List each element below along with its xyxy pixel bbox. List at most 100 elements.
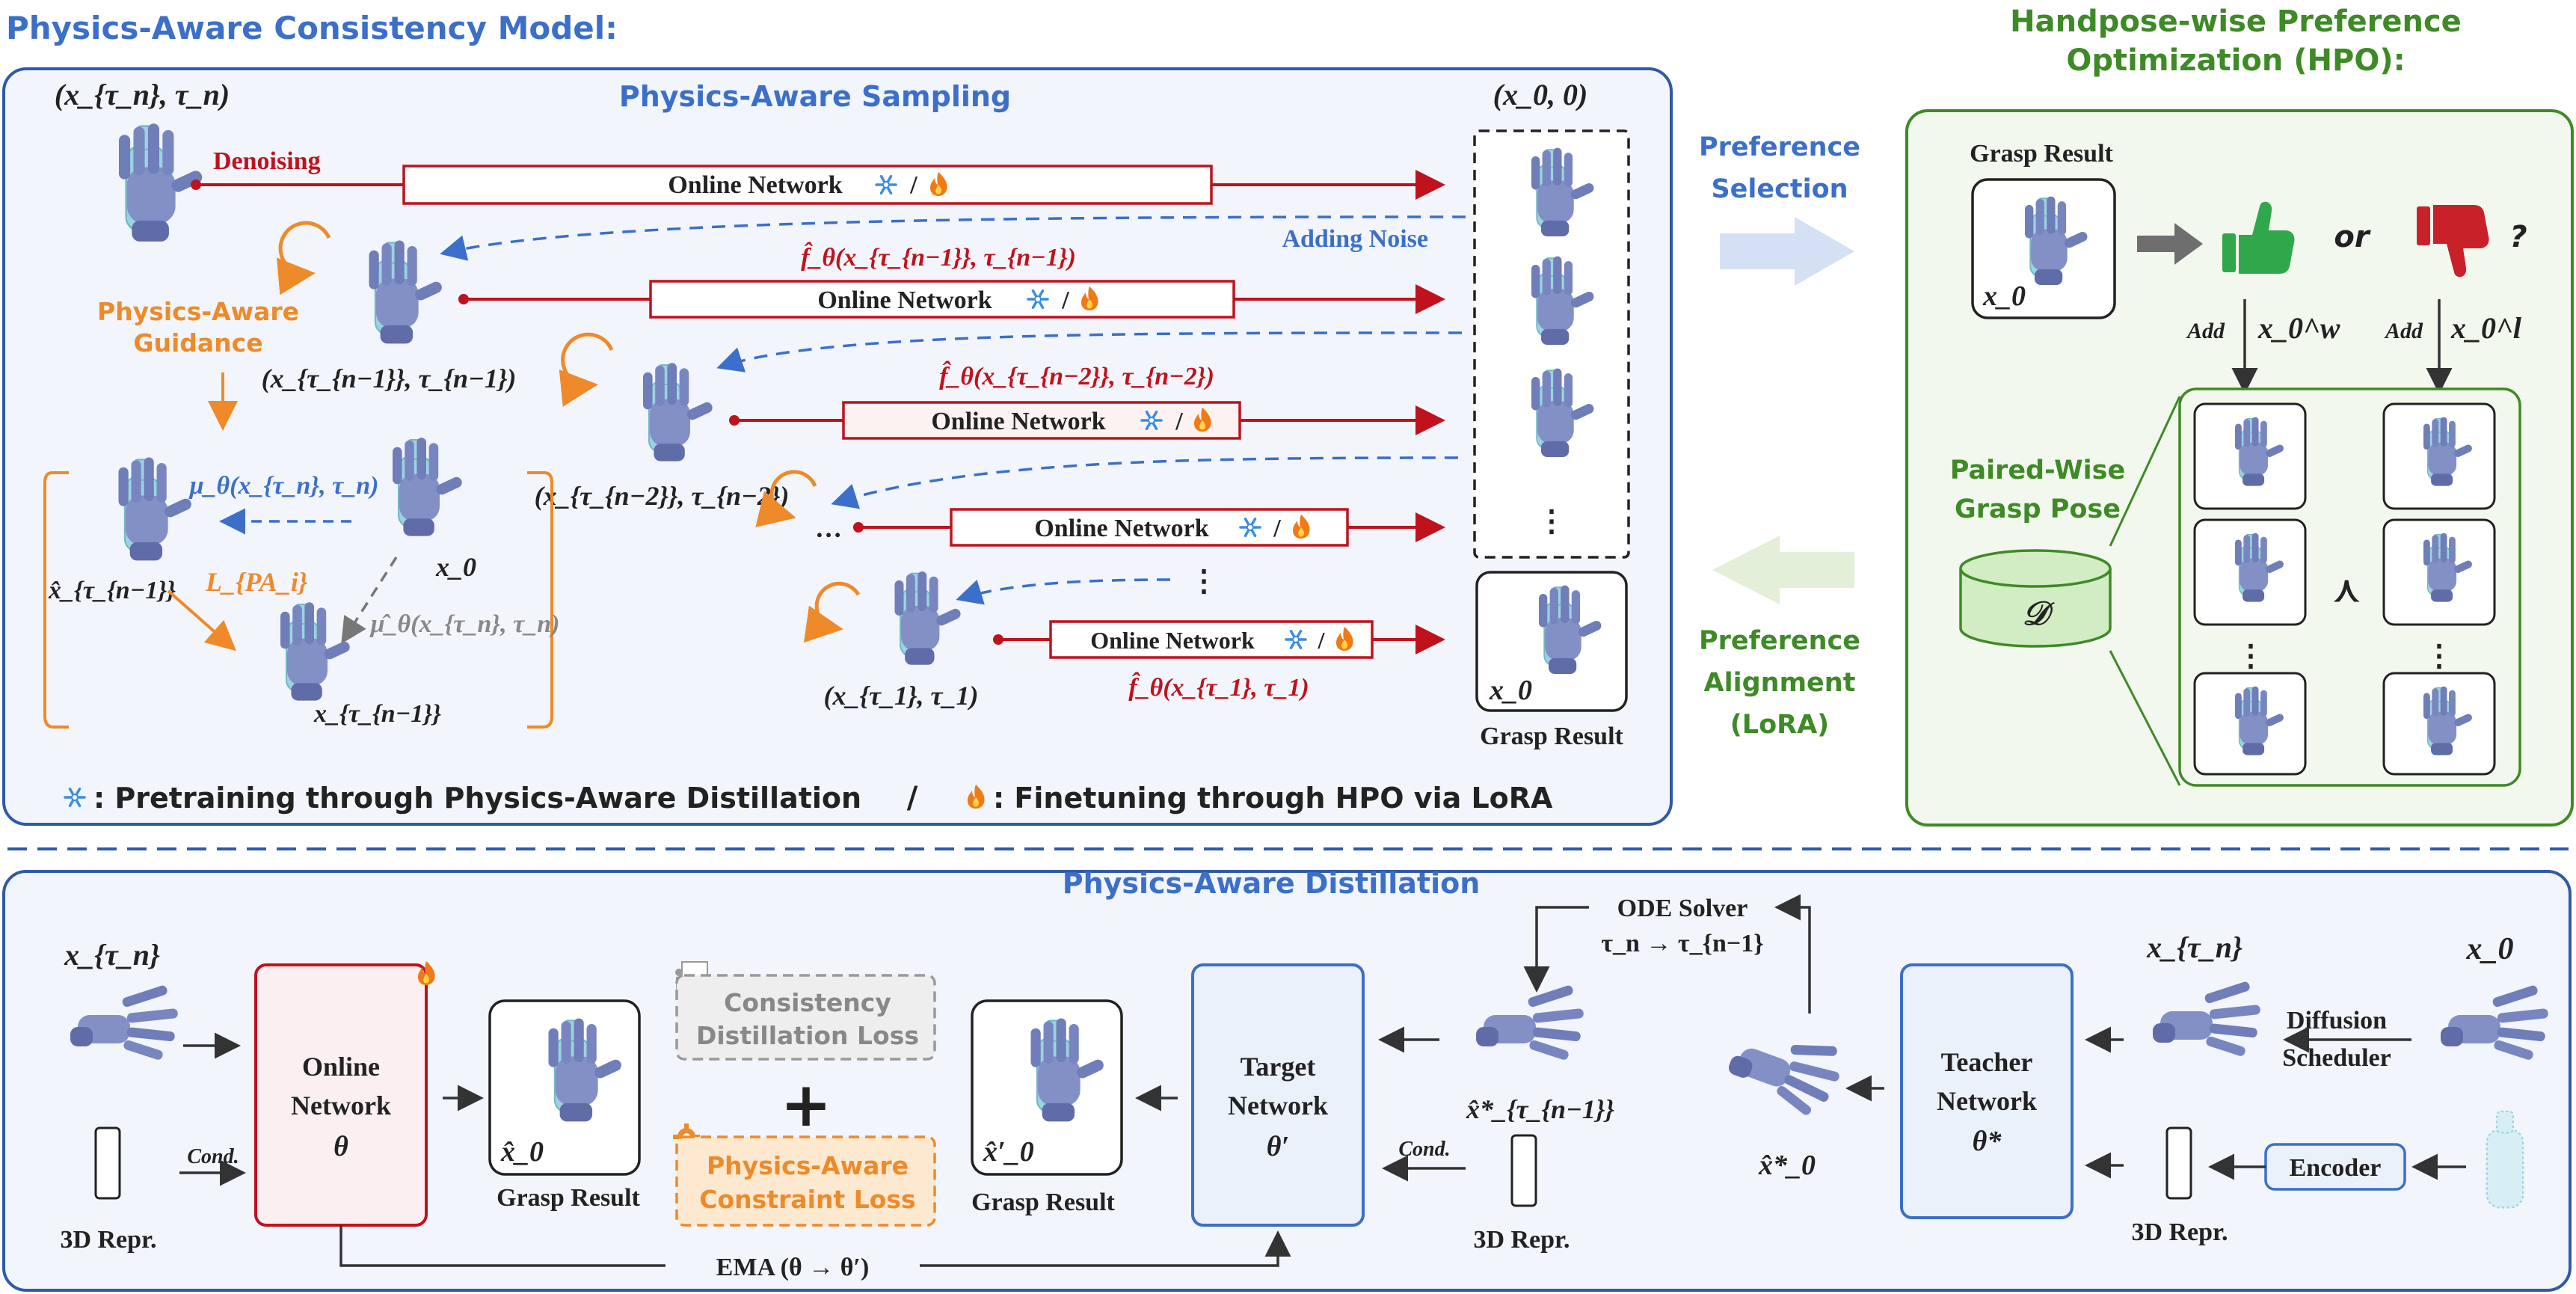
ellipsis-row4: … [815,513,842,543]
diffusion-line1: Diffusion [2287,1007,2387,1034]
consistency-loss-box [675,974,936,1061]
target-network-box [1191,963,1365,1227]
final-result-label: Grasp Result [1480,723,1623,750]
physics-line2: Constraint Loss [699,1185,915,1214]
teacher-network-box [1900,963,2074,1219]
paired-line1: Paired-Wise [1950,456,2126,485]
pair-vdots-left: ⋮ [2236,639,2266,672]
mu-hat-arrow [341,556,398,644]
online-network-box-row4 [950,508,1349,547]
mu-label: μ_θ(x_{τ_n}, τ_n) [188,472,379,500]
slash-row4: / [1273,515,1281,542]
start-state-label: (x_{τ_n}, τ_n) [55,78,230,111]
denoising-label: Denoising [213,147,321,175]
online-line1: Online [302,1052,380,1082]
end-state-label: (x_0, 0) [1493,78,1588,111]
hpo-grasp-result-label: Grasp Result [1970,140,2113,168]
xhat0-prime-label: x̂′_0 [983,1136,1034,1168]
consistency-line2: Distillation Loss [696,1021,919,1050]
loss-arrow [167,589,236,651]
dist-x-tau-n-left: x_{τ_n} [64,938,160,972]
xhat0-label: x̂_0 [500,1136,544,1168]
physics-loss-box [675,1135,936,1227]
slash-row1: / [909,171,917,199]
grasp-result-label-1: Grasp Result [497,1184,640,1212]
online-network-label-row4: Online Network [1034,515,1208,542]
or-label: or [2334,220,2370,254]
adding-noise-label: Adding Noise [1282,225,1428,253]
pref-selection-line1: Preference [1699,132,1860,162]
grasp-result-label-2: Grasp Result [971,1189,1115,1216]
dataset-cylinder [1959,549,2112,648]
physics-line1: Physics-Aware [707,1151,909,1180]
x0w-label: x_0^w [2257,311,2340,345]
hpo-heading-line1: Handpose-wise Preference [2010,4,2462,39]
online-param: θ [333,1131,348,1162]
repr-icon-left [94,1126,121,1200]
plus-sign: + [781,1070,832,1141]
dist-x-tau-n-right: x_{τ_n} [2146,930,2243,964]
adding-noise-arrow [440,215,1466,261]
online-network-label-row1: Online Network [668,171,842,199]
target-line1: Target [1241,1052,1316,1082]
dist-x0-label: x_0 [2466,932,2514,966]
mu-hat-label: μ̂_θ(x_{τ_n}, τ_n) [369,610,560,638]
legend-fire: : Finetuning through HPO via LoRA [993,782,1553,815]
legend-separator: / [907,781,918,815]
sampling-title: Physics-Aware Sampling [619,80,1011,113]
pref-alignment-line2: Alignment [1704,668,1856,698]
f-label-n2: f̂_θ(x_{τ_{n−2}}, τ_{n−2}) [939,361,1214,390]
add-label-l: Add [2384,319,2423,343]
cond-label-left: Cond. [187,1145,239,1168]
online-network-box-row3 [842,401,1241,440]
consistency-line1: Consistency [724,988,891,1017]
legend-snowflake: : Pretraining through Physics-Aware Dist… [93,782,861,815]
teacher-param: θ* [1973,1126,2002,1157]
state-n1-label: (x_{τ_{n−1}}, τ_{n−1}) [262,364,517,393]
x-n1-label: x_{τ_{n−1}} [313,700,441,728]
online-network-box-row5 [1049,620,1374,659]
repr-label-mid: 3D Repr. [1473,1226,1570,1254]
slash-row2: / [1061,286,1069,314]
encoder-label: Encoder [2290,1154,2382,1182]
xhat0-star-label: x̂*_0 [1758,1150,1816,1181]
guidance-line2: Guidance [133,328,262,358]
pair-vdots-right: ⋮ [2424,639,2454,672]
pref-selection-line2: Selection [1711,174,1848,204]
state-1-label: (x_{τ_1}, τ_1) [824,681,979,711]
slash-row5: / [1318,627,1326,654]
ode-arrow [1774,894,1811,1014]
hpo-heading-line2: Optimization (HPO): [2066,43,2405,78]
xhat-n1-label: x̂_{τ_{n−1}} [48,577,176,604]
question-label: ? [2509,220,2527,254]
teacher-line2: Network [1937,1086,2037,1116]
thumbs-down-icon [2417,205,2489,277]
succ-symbol: ≻ [2328,577,2364,605]
xhat-star-n1-label: x̂*_{τ_{n−1}} [1466,1094,1614,1124]
distillation-title: Physics-Aware Distillation [1063,867,1481,900]
slash-row3: / [1175,408,1183,435]
cond-label-mid: Cond. [1398,1138,1450,1161]
vdots-row5: ⋮ [1189,564,1219,598]
state-n2-label: (x_{τ_{n−2}}, τ_{n−2}) [535,481,790,511]
paired-line2: Grasp Pose [1955,494,2121,524]
f-label-1: f̂_θ(x_{τ_1}, τ_1) [1128,672,1309,702]
loss-label: L_{PA_i} [205,567,308,597]
guidance-line1: Physics-Aware [97,297,299,326]
main-heading: Physics-Aware Consistency Model: [6,10,618,46]
online-network-box-row2 [649,280,1235,319]
repr-label-left: 3D Repr. [60,1226,156,1254]
pref-alignment-line1: Preference [1699,626,1860,656]
online-network-label-row2: Online Network [817,286,992,314]
teacher-line1: Teacher [1941,1047,2033,1077]
thumbs-up-icon [2222,201,2295,274]
repr-label-right: 3D Repr. [2131,1218,2228,1246]
online-network-box-row1 [402,165,1213,205]
repr-icon-right [2165,1126,2192,1200]
results-vdots: ⋮ [1537,504,1567,538]
ode-line2: τ_n → τ_{n−1} [1601,930,1763,957]
pref-alignment-line3: (LoRA) [1730,710,1829,740]
pref-selection-arrow [1720,217,1854,286]
hpo-choice-arrow [2137,223,2203,265]
